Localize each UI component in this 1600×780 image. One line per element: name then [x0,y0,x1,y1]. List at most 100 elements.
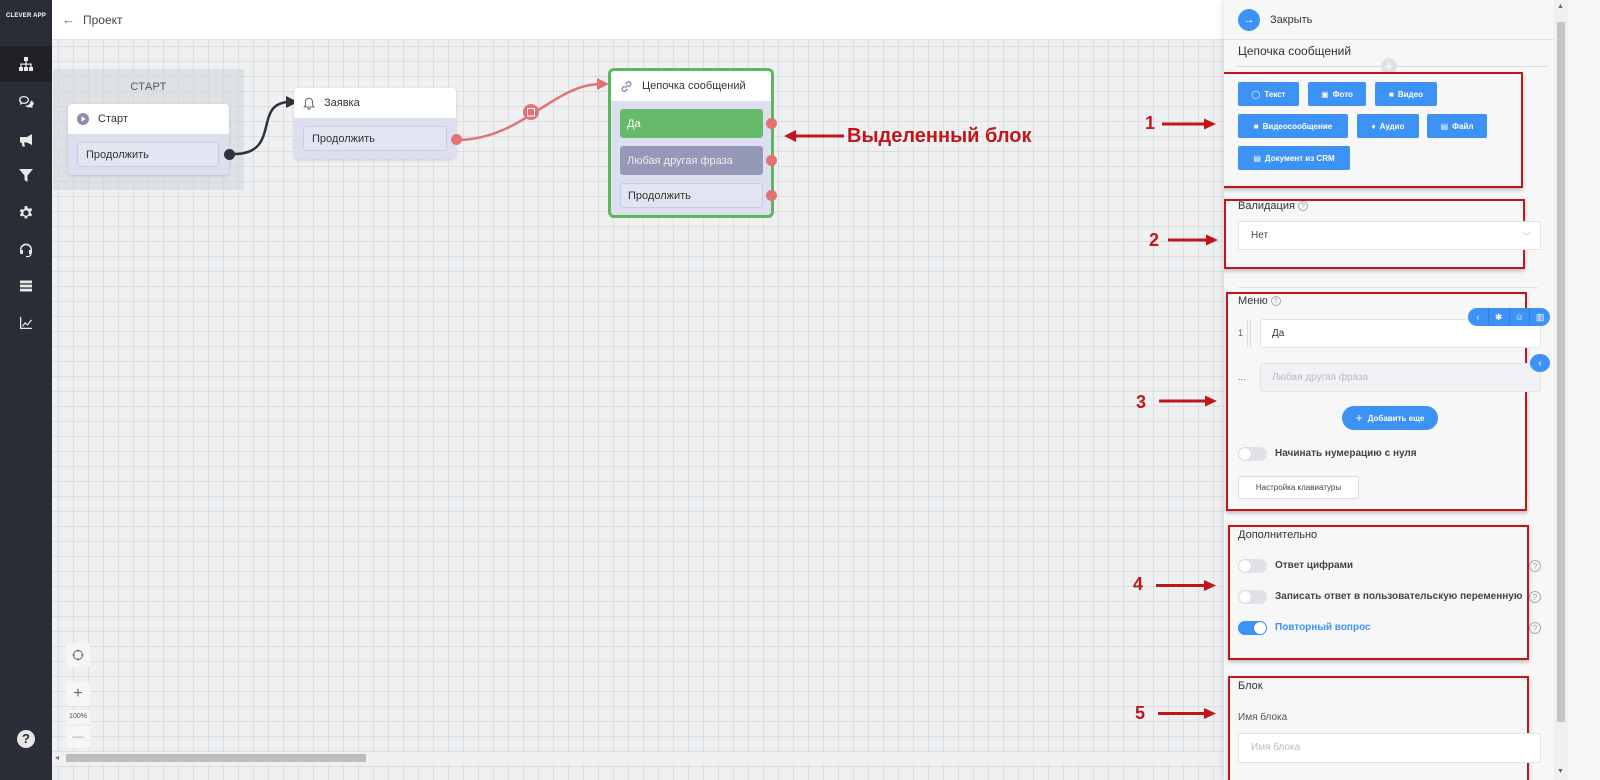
sidebar-item-flows[interactable] [0,46,52,82]
output-port[interactable] [451,134,462,145]
answer-digits-label: Ответ цифрами [1275,560,1354,571]
block-settings-panel: → Закрыть Цепочка сообщений + ◯Текст ▣Фо… [1224,0,1600,780]
play-icon [77,113,89,125]
node-start[interactable]: Старт Продолжить [68,104,235,175]
document-icon: ▤ [1253,153,1261,163]
zoom-in-button[interactable]: + [66,682,90,706]
add-crm-document-button[interactable]: ▤Документ из CRM [1238,146,1350,170]
sidebar: CLEVER APP ? [0,0,52,780]
connection-start-request[interactable] [233,100,291,156]
annotation-number: 2 [1149,230,1160,250]
group-title: СТАРТ [130,81,167,93]
help-circle-icon[interactable]: ? [1529,591,1541,603]
add-more-button[interactable]: +Добавить еще [1342,406,1438,430]
sidebar-item-broadcasts[interactable] [0,122,52,158]
annotation-arrow-left [784,130,844,142]
help-circle-icon[interactable]: ? [1297,201,1308,212]
connection-arrowhead [286,96,298,108]
output-port[interactable] [766,190,777,201]
scrollbar-thumb[interactable] [1557,22,1565,722]
scrollbar-thumb[interactable] [66,754,366,762]
sidebar-item-support[interactable] [0,232,52,268]
node-message-chain-selected[interactable]: Цепочка сообщений Да Любая другая фраза … [608,68,777,218]
answer-digits-toggle[interactable] [1238,559,1267,573]
connections [233,78,609,156]
add-audio-button[interactable]: ♦Аудио [1357,114,1419,138]
panel-title: Цепочка сообщений [1238,44,1352,58]
delete-connection-button[interactable] [523,104,539,120]
close-label[interactable]: Закрыть [1270,13,1313,26]
zoom-out-button[interactable]: — [66,726,90,748]
help-circle-icon[interactable]: ? [1529,560,1541,572]
output-port[interactable] [766,155,777,166]
sitemap-icon [19,57,33,71]
add-file-button[interactable]: ▤Файл [1427,114,1487,138]
megaphone-icon [20,134,32,147]
collapse-icon[interactable]: ‹ [1468,308,1489,326]
sidebar-item-chats[interactable] [0,84,52,120]
gear-icon[interactable]: ✱ [1489,308,1510,326]
add-photo-button[interactable]: ▣Фото [1308,82,1366,106]
node-button-continue[interactable]: Продолжить [77,142,219,167]
node-title: Старт [98,113,128,125]
trash-icon[interactable]: ▥ [1535,311,1545,322]
horizontal-scrollbar[interactable]: ◂ [52,752,1224,764]
keyboard-settings-button[interactable]: Настройка клавиатуры [1238,476,1359,499]
annotation-number: 5 [1135,703,1146,723]
validation-select[interactable]: Нет ﹀ [1238,221,1541,250]
collapse-toolbar-button[interactable]: ‹ [1530,354,1550,372]
zoom-level: 100% [66,710,90,724]
add-message-icon[interactable]: + [1381,58,1397,74]
flow-canvas[interactable]: СТАРТ Старт Продолжить Заявка Продо [52,40,1224,780]
block-name-input[interactable]: Имя блока [1238,733,1541,763]
fit-view-button[interactable] [66,643,90,667]
emoji-icon[interactable]: ☺ [1510,308,1531,326]
vertical-scrollbar[interactable]: ▲ ▼ [1554,0,1568,780]
annotation-arrow-right [1156,580,1216,591]
chat-icon [19,96,34,108]
help-icon[interactable]: ? [17,730,35,748]
sidebar-item-settings[interactable] [0,195,52,231]
menu-item-number: 1 [1238,328,1244,338]
scroll-left-icon[interactable]: ◂ [55,753,60,762]
gear-icon [19,206,33,219]
crosshair-icon [72,649,84,661]
option-any-phrase[interactable]: Любая другая фраза [620,146,763,175]
additional-title: Дополнительно [1238,529,1318,541]
close-panel-button[interactable]: → [1238,8,1260,31]
annotation-arrow-right [1158,708,1216,719]
output-port[interactable] [224,149,235,160]
help-circle-icon[interactable]: ? [1270,296,1281,307]
scroll-up-icon[interactable]: ▲ [1557,3,1564,10]
back-arrow-icon[interactable]: ← [62,12,75,27]
highlight-box-5 [1228,676,1529,780]
add-video-button[interactable]: ■Видео [1375,82,1437,106]
logo[interactable]: CLEVER APP [5,13,47,19]
help-circle-icon[interactable]: ? [1529,622,1541,634]
sidebar-item-data[interactable] [0,268,52,304]
node-button-continue[interactable]: Продолжить [303,126,447,151]
chevron-left-icon: ‹ [1538,357,1542,369]
sidebar-item-funnels[interactable] [0,157,52,193]
option-continue[interactable]: Продолжить [620,183,763,208]
node-title: Заявка [324,97,360,109]
save-to-variable-toggle[interactable] [1238,590,1267,604]
project-breadcrumb[interactable]: Проект [83,12,123,27]
zero-numbering-toggle[interactable] [1238,447,1267,461]
highlight-box-4 [1228,525,1529,660]
output-port[interactable] [766,118,777,129]
add-video-message-button[interactable]: ■Видеосообщение [1238,114,1348,138]
chevron-down-icon: ﹀ [1521,232,1531,242]
repeat-question-toggle[interactable] [1238,621,1267,635]
drag-handle[interactable] [1247,320,1251,348]
filter-icon [19,169,33,182]
sidebar-item-analytics[interactable] [0,305,52,341]
video-icon: ■ [1253,121,1259,131]
option-yes[interactable]: Да [620,109,763,138]
add-text-button[interactable]: ◯Текст [1238,82,1299,106]
microphone-icon: ♦ [1371,121,1376,131]
arrow-right-icon: → [1243,13,1255,26]
node-request[interactable]: Заявка Продолжить [294,88,462,159]
annotation-number: 4 [1133,574,1144,594]
scroll-down-icon[interactable]: ▼ [1557,768,1564,775]
